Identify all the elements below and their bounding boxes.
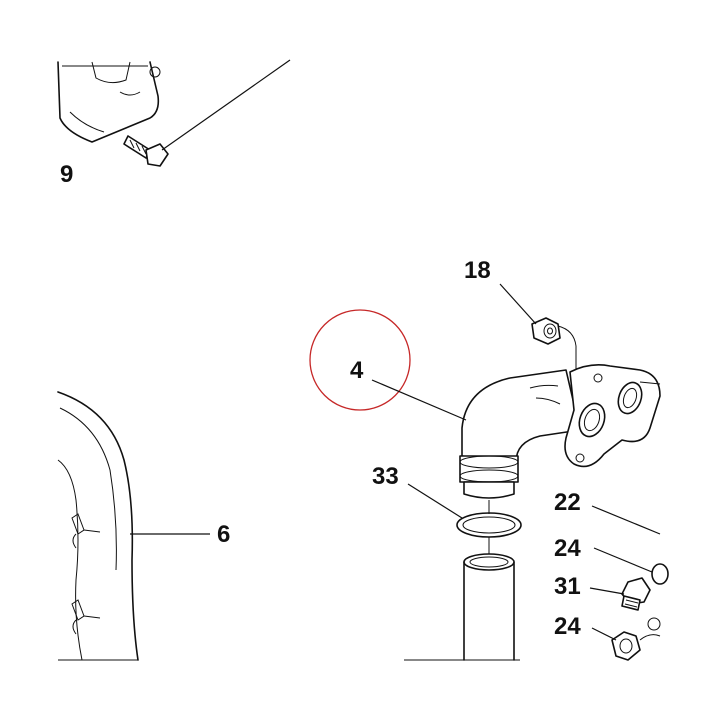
leader-line-22 [591, 505, 661, 535]
leader-line-24-lower [591, 627, 617, 641]
callout-4: 4 [350, 357, 364, 384]
leader-line-9 [161, 59, 291, 151]
lower-pipe [404, 553, 520, 661]
leader-line-18 [499, 283, 537, 325]
leader-line-33 [407, 483, 463, 519]
callout-24-upper: 24 [554, 535, 581, 562]
callout-6: 6 [217, 521, 230, 548]
callout-18: 18 [464, 257, 491, 284]
callout-22: 22 [554, 489, 581, 516]
callout-31: 31 [554, 573, 581, 600]
part-4-elbow-pipe [459, 364, 661, 499]
part-24-washer-upper [651, 563, 669, 585]
part-24-bolt-lower [611, 617, 661, 661]
callout-9: 9 [60, 161, 73, 188]
part-31-plug [621, 577, 651, 611]
part-9-bolt [123, 135, 169, 167]
leader-line-31 [589, 587, 625, 595]
leader-line-4 [371, 379, 467, 421]
highlight-circle-4 [309, 309, 411, 411]
part-6-housing [57, 391, 139, 661]
callout-33: 33 [372, 463, 399, 490]
part-9-cover-plate [57, 61, 161, 143]
part-18-nut [531, 317, 577, 372]
part-33-o-ring [456, 512, 522, 538]
leader-line-24-upper [593, 547, 653, 573]
callout-24-lower: 24 [554, 613, 581, 640]
